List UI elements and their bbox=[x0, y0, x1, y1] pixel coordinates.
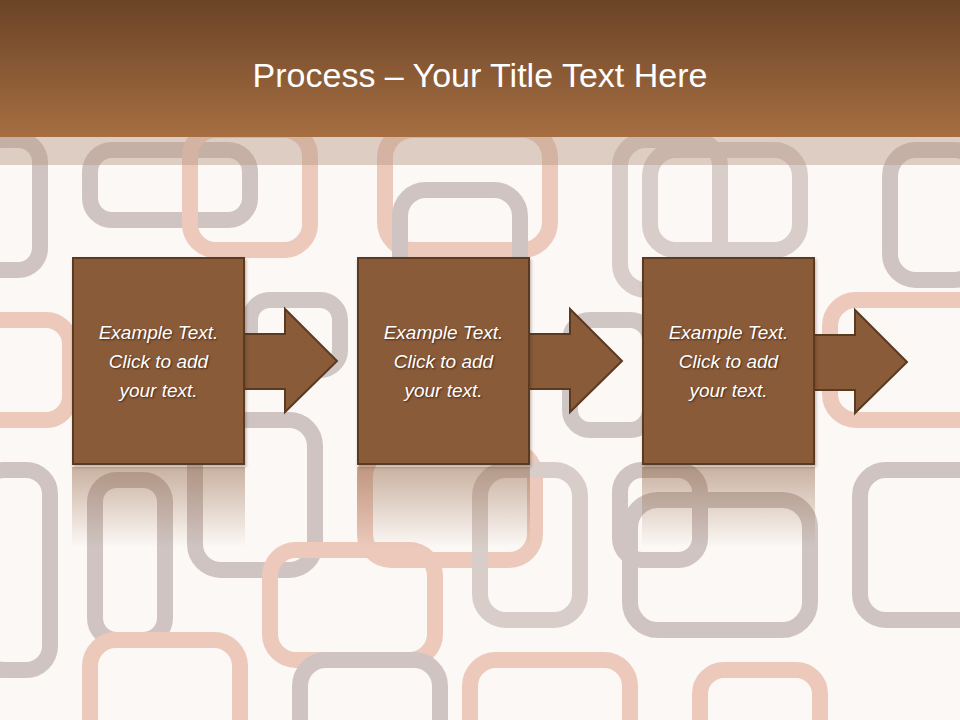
slide-title: Process – Your Title Text Here bbox=[0, 52, 960, 98]
box-text: Example Text. Click to add your text. bbox=[660, 318, 797, 405]
process-box: Example Text. Click to add your text. bbox=[357, 257, 530, 465]
box-text: Example Text. Click to add your text. bbox=[90, 318, 227, 405]
block-arrow bbox=[243, 309, 337, 412]
process-box: Example Text. Click to add your text. bbox=[642, 257, 815, 465]
box-text: Example Text. Click to add your text. bbox=[375, 318, 512, 405]
block-arrow bbox=[528, 309, 622, 412]
process-box: Example Text. Click to add your text. bbox=[72, 257, 245, 465]
